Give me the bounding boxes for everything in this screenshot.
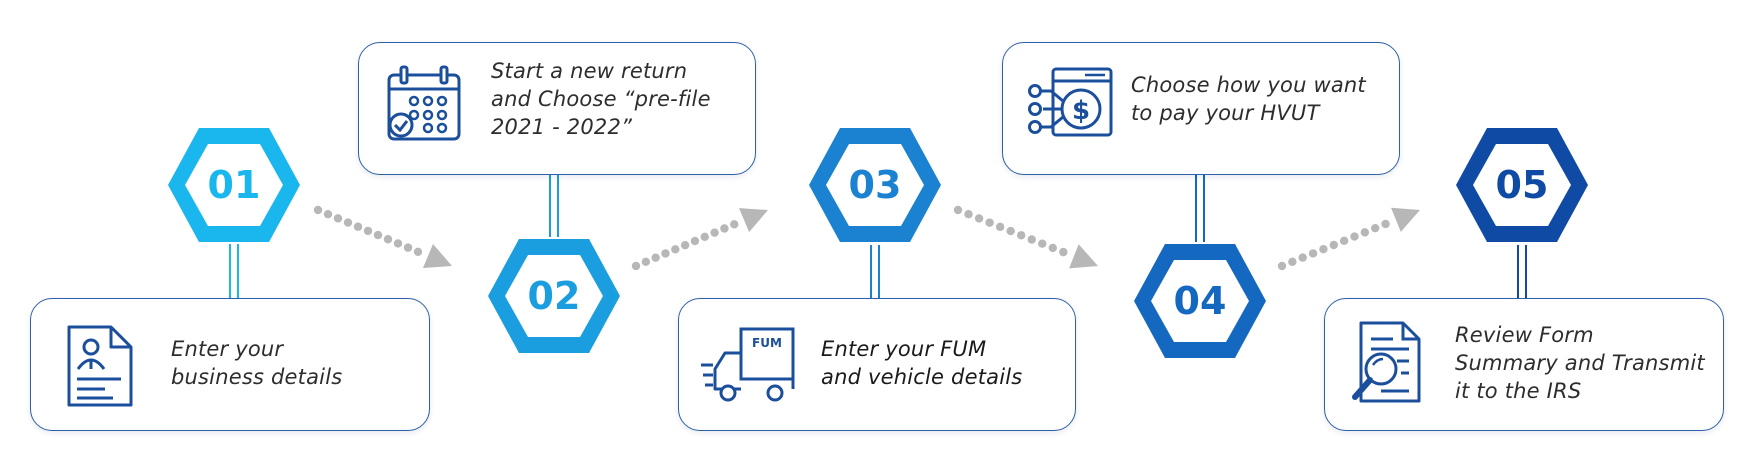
- step-01-line-2: business details: [171, 365, 343, 389]
- connector-dot: [1027, 235, 1036, 244]
- stem-03: [870, 245, 880, 299]
- connector-arrow: [1069, 244, 1098, 269]
- connector-dot: [1038, 239, 1047, 248]
- connector-dot: [1319, 244, 1328, 254]
- step-number-01: 01: [208, 163, 261, 207]
- connector-dot: [680, 240, 690, 250]
- connector-arrow: [422, 243, 452, 268]
- step-card-04: $ Choose how you want to pay your HVUT: [1002, 42, 1400, 175]
- step-01-line-1: Enter your: [171, 337, 284, 361]
- connector-dot: [710, 228, 719, 237]
- step-card-03: FUM Enter your FUM and vehicle details: [678, 298, 1076, 431]
- stem-05: [1517, 245, 1527, 299]
- step-number-03: 03: [849, 163, 902, 207]
- connector-dot: [1059, 247, 1068, 257]
- connector-dot: [671, 245, 680, 254]
- step-03-line-2: and vehicle details: [821, 365, 1023, 389]
- step-05-line-3: it to the IRS: [1455, 379, 1582, 403]
- connector-dot: [1298, 253, 1307, 262]
- connector-dot: [413, 247, 423, 256]
- stem-04: [1195, 174, 1205, 242]
- connector-dot: [720, 224, 729, 233]
- step-text-01: Enter your business details: [171, 335, 342, 391]
- connector-dot: [995, 222, 1005, 232]
- step-04-line-2: to pay your HVUT: [1131, 101, 1320, 125]
- step-number-02: 02: [528, 274, 581, 318]
- step-05-line-2: Summary and Transmit: [1455, 351, 1705, 375]
- step-card-02: Start a new return and Choose “pre-file …: [358, 42, 756, 175]
- step-badge-05: 05: [1456, 128, 1588, 242]
- step-number-05: 05: [1496, 163, 1549, 207]
- connector-dot: [403, 243, 413, 252]
- calendar-icon: [387, 65, 461, 141]
- connector-dot: [1381, 219, 1390, 229]
- connector-dot: [651, 253, 660, 262]
- connector-dot: [1308, 249, 1318, 258]
- step-badge-01: 01: [168, 128, 300, 242]
- step-03-line-1: Enter your FUM: [821, 337, 987, 361]
- svg-text:$: $: [1072, 96, 1090, 126]
- connector-dot: [363, 226, 373, 236]
- step-text-04: Choose how you want to pay your HVUT: [1131, 71, 1366, 127]
- step-badge-04: 04: [1134, 244, 1266, 358]
- step-02-line-2: and Choose “pre-file: [491, 87, 711, 111]
- connector-dot: [1016, 231, 1026, 240]
- connector-dot: [343, 218, 353, 227]
- connector-dot: [1288, 257, 1297, 266]
- step-05-line-1: Review Form: [1455, 323, 1594, 347]
- connector-dot: [393, 239, 403, 248]
- connector-dot: [1360, 228, 1370, 237]
- step-badge-03: 03: [809, 128, 941, 242]
- connector-dot: [974, 214, 984, 223]
- connector-dot: [1370, 223, 1380, 233]
- connector-dot: [1329, 240, 1338, 250]
- step-text-05: Review Form Summary and Transmit it to t…: [1455, 321, 1705, 405]
- connector-dot: [700, 232, 709, 242]
- document-review-icon: [1352, 321, 1421, 403]
- step-02-line-1: Start a new return: [491, 59, 688, 83]
- connector-dot: [641, 257, 651, 267]
- business-profile-icon: [67, 325, 133, 407]
- connector-dot: [1277, 261, 1287, 271]
- truck-icon: FUM: [701, 327, 795, 402]
- connector-arrow: [1391, 207, 1420, 232]
- truck-label: FUM: [752, 336, 782, 350]
- step-number-04: 04: [1174, 279, 1227, 323]
- step-card-01: Enter your business details: [30, 298, 430, 431]
- step-text-02: Start a new return and Choose “pre-file …: [491, 57, 711, 141]
- step-card-05: Review Form Summary and Transmit it to t…: [1324, 298, 1724, 431]
- step-02-line-3: 2021 - 2022”: [491, 115, 633, 139]
- connector-dot: [1350, 232, 1359, 241]
- connector-dot: [1006, 226, 1015, 236]
- stem-01: [229, 244, 239, 299]
- connector-dot: [985, 218, 994, 227]
- connector-arrow: [738, 208, 768, 233]
- connector-dot: [313, 205, 323, 215]
- connector-dot: [631, 261, 641, 271]
- connector-dot: [373, 230, 383, 240]
- stem-02: [549, 173, 559, 237]
- connector-dot: [964, 210, 973, 219]
- connector-dot: [730, 220, 739, 229]
- connector-dot: [690, 236, 700, 246]
- step-text-03: Enter your FUM and vehicle details: [821, 335, 1022, 391]
- connector-dot: [333, 214, 343, 223]
- connector-dot: [323, 209, 333, 219]
- step-04-line-1: Choose how you want: [1131, 73, 1366, 97]
- connector-dot: [953, 205, 963, 215]
- connector-dot: [383, 235, 393, 244]
- payment-options-icon: $: [1028, 67, 1113, 137]
- connector-dot: [353, 222, 363, 231]
- connector-dot: [1339, 236, 1349, 245]
- step-badge-02: 02: [488, 239, 620, 353]
- connector-dot: [1048, 243, 1057, 253]
- connector-dot: [661, 249, 670, 258]
